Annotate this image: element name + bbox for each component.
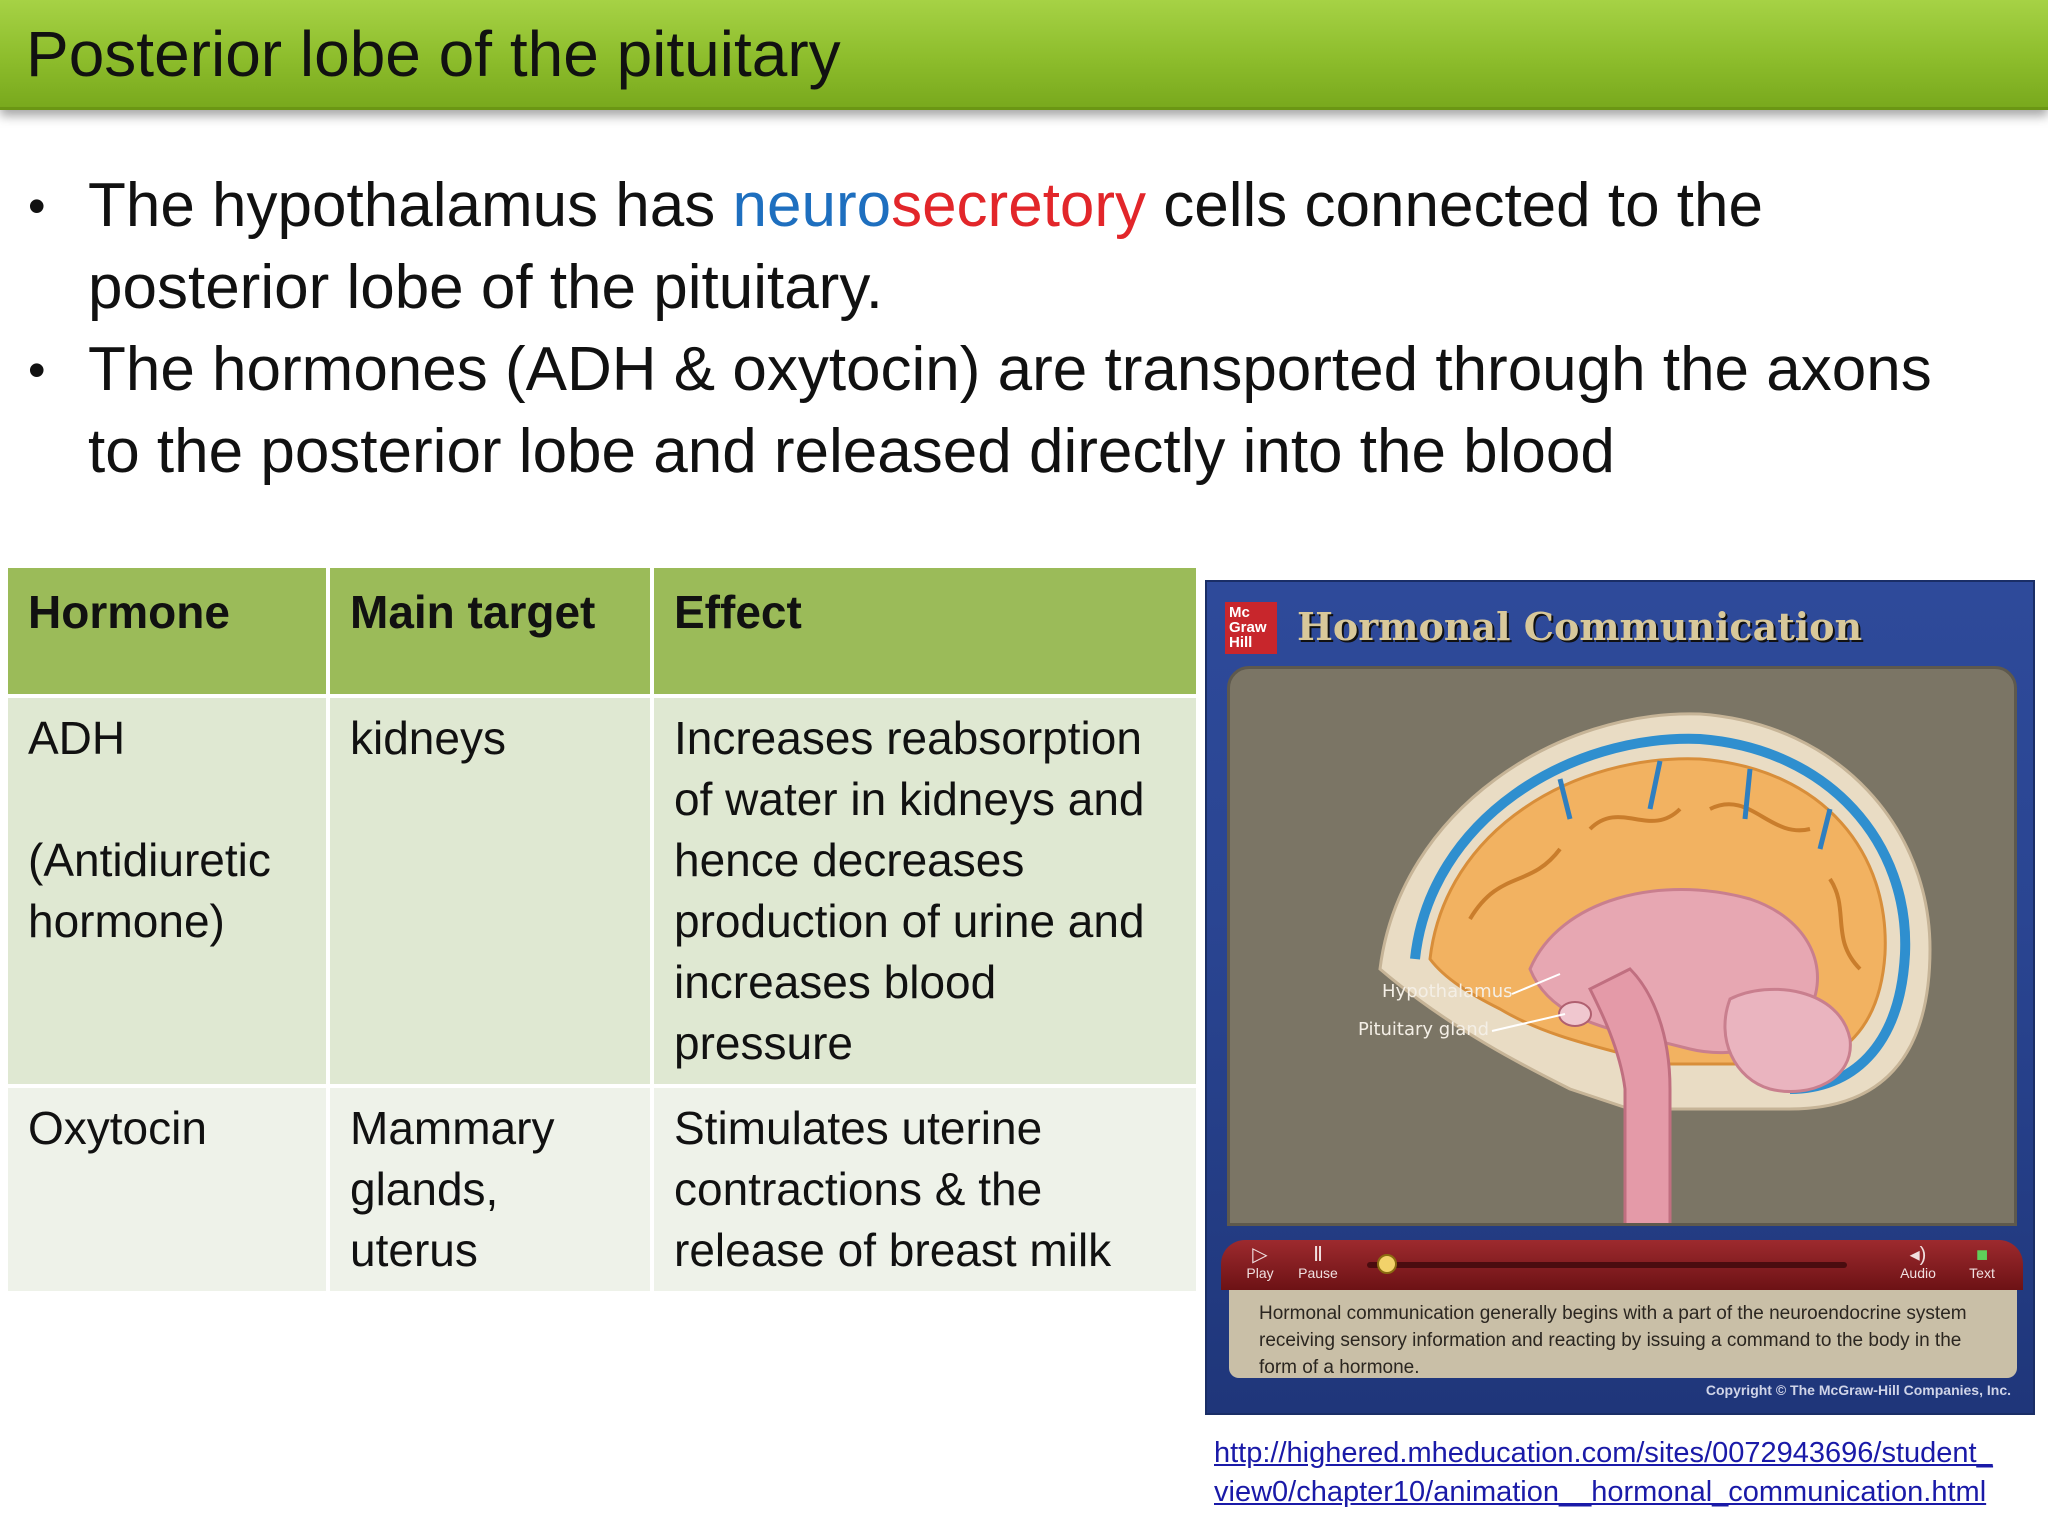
logo-line: Graw — [1229, 619, 1267, 636]
hormone-full: (Antidiuretic — [28, 834, 271, 886]
player-controls: ▷ Play Ⅱ Pause ◂) Audio ■ Text — [1221, 1240, 2023, 1290]
target-text: glands, — [350, 1163, 499, 1215]
effect-line: contractions & the — [674, 1163, 1043, 1215]
header-main-target: Main target — [326, 564, 654, 698]
brain-svg — [1378, 712, 1932, 1223]
progress-track[interactable] — [1367, 1262, 1847, 1268]
target-text: kidneys — [350, 712, 506, 764]
logo-line: Mc — [1229, 604, 1250, 621]
text-icon: ■ — [1975, 1244, 1989, 1266]
pause-label: Pause — [1298, 1265, 1338, 1281]
effect-line: increases blood — [674, 956, 997, 1008]
effect-line: hence decreases — [674, 834, 1025, 886]
table-header-row: Hormone Main target Effect — [4, 564, 1200, 698]
source-link-line: http://highered.mheducation.com/sites/00… — [1214, 1437, 1993, 1469]
pause-button[interactable]: Ⅱ Pause — [1293, 1244, 1343, 1288]
table-row: Oxytocin Mammary glands, uterus Stimulat… — [4, 1084, 1200, 1295]
bullet-list: • The hypothalamus has neurosecretory ce… — [22, 165, 2022, 493]
bullet-item: • The hypothalamus has neurosecretory ce… — [22, 165, 2022, 329]
target-text: Mammary — [350, 1102, 555, 1154]
slide-title: Posterior lobe of the pituitary — [26, 18, 841, 90]
vessel-lines — [1557, 760, 1833, 850]
header-effect: Effect — [650, 564, 1200, 698]
brainstem-shape — [1587, 967, 1672, 1223]
effect-line: of water in kidneys and — [674, 773, 1145, 825]
text-button[interactable]: ■ Text — [1957, 1244, 2007, 1288]
pituitary-shape — [1558, 1001, 1592, 1027]
source-link-line: view0/chapter10/animation__hormonal_comm… — [1214, 1476, 1987, 1508]
bullet-item: • The hormones (ADH & oxytocin) are tran… — [22, 329, 2022, 493]
bullet-dot: • — [28, 178, 46, 234]
hypothalamus-leader — [1511, 973, 1561, 995]
cerebellum-shape — [1723, 987, 1852, 1094]
label-pituitary: Pituitary gland — [1358, 1019, 1490, 1040]
effect-line: pressure — [674, 1017, 853, 1069]
animation-header: Mc Graw Hill Hormonal Communication — [1225, 596, 2015, 658]
play-label: Play — [1246, 1265, 1274, 1281]
bullet-2-line1: The hormones (ADH & oxytocin) are transp… — [88, 335, 1932, 404]
hormone-full: hormone) — [28, 895, 225, 947]
hormone-table: Hormone Main target Effect ADH (Antidiur… — [4, 564, 1200, 1295]
brain-illustration: Hypothalamus Pituitary gland — [1227, 666, 2017, 1226]
animation-panel: Mc Graw Hill Hormonal Communication — [1205, 580, 2035, 1415]
bullet-1-secretory: secretory — [891, 171, 1147, 240]
cell-spacer — [28, 769, 306, 830]
cell-effect: Stimulates uterine contractions & the re… — [650, 1084, 1200, 1295]
cell-target: Mammary glands, uterus — [326, 1084, 654, 1295]
speaker-icon: ◂) — [1909, 1244, 1927, 1266]
play-button[interactable]: ▷ Play — [1235, 1244, 1285, 1288]
source-link[interactable]: http://highered.mheducation.com/sites/00… — [1214, 1434, 2034, 1512]
animation-title: Hormonal Communication — [1297, 604, 1863, 649]
animation-caption: Hormonal communication generally begins … — [1229, 1290, 2017, 1378]
audio-label: Audio — [1900, 1265, 1936, 1281]
cell-hormone: ADH (Antidiuretic hormone) — [4, 694, 330, 1088]
play-icon: ▷ — [1252, 1244, 1268, 1266]
audio-button[interactable]: ◂) Audio — [1893, 1244, 1943, 1288]
membrane-shape — [1410, 733, 1911, 1094]
cell-hormone: Oxytocin — [4, 1084, 330, 1295]
effect-line: release of breast milk — [674, 1224, 1112, 1276]
label-hypothalamus: Hypothalamus — [1382, 981, 1513, 1002]
effect-line: production of urine and — [674, 895, 1145, 947]
title-bar: Posterior lobe of the pituitary — [0, 0, 2048, 110]
effect-line: Increases reabsorption — [674, 712, 1142, 764]
hormone-abbr: Oxytocin — [28, 1102, 207, 1154]
bullet-2-line2: to the posterior lobe and released direc… — [88, 417, 1615, 486]
bullet-dot: • — [28, 342, 46, 398]
effect-line: Stimulates uterine — [674, 1102, 1043, 1154]
header-hormone: Hormone — [4, 564, 330, 698]
table-row: ADH (Antidiuretic hormone) kidneys Incre… — [4, 694, 1200, 1088]
hormone-abbr: ADH — [28, 712, 126, 764]
bullet-1-pre: The hypothalamus has — [88, 171, 733, 240]
cell-target: kidneys — [326, 694, 654, 1088]
progress-knob[interactable] — [1376, 1254, 1397, 1274]
bullet-1-line2: posterior lobe of the pituitary. — [88, 253, 883, 322]
pause-icon: Ⅱ — [1313, 1244, 1323, 1266]
text-label: Text — [1969, 1265, 1995, 1281]
target-text: uterus — [350, 1224, 478, 1276]
bullet-1-text: The hypothalamus has neurosecretory cell… — [88, 171, 1763, 240]
cell-effect: Increases reabsorption of water in kidne… — [650, 694, 1200, 1088]
publisher-logo: Mc Graw Hill — [1225, 602, 1277, 654]
gyri-lines — [1468, 802, 1862, 971]
copyright-notice: Copyright © The McGraw-Hill Companies, I… — [1705, 1382, 2011, 1398]
logo-line: Hill — [1229, 634, 1253, 651]
pituitary-leader — [1491, 1013, 1566, 1032]
bullet-1-post: cells connected to the — [1146, 171, 1763, 240]
bullet-1-neuro: neuro — [732, 171, 892, 240]
